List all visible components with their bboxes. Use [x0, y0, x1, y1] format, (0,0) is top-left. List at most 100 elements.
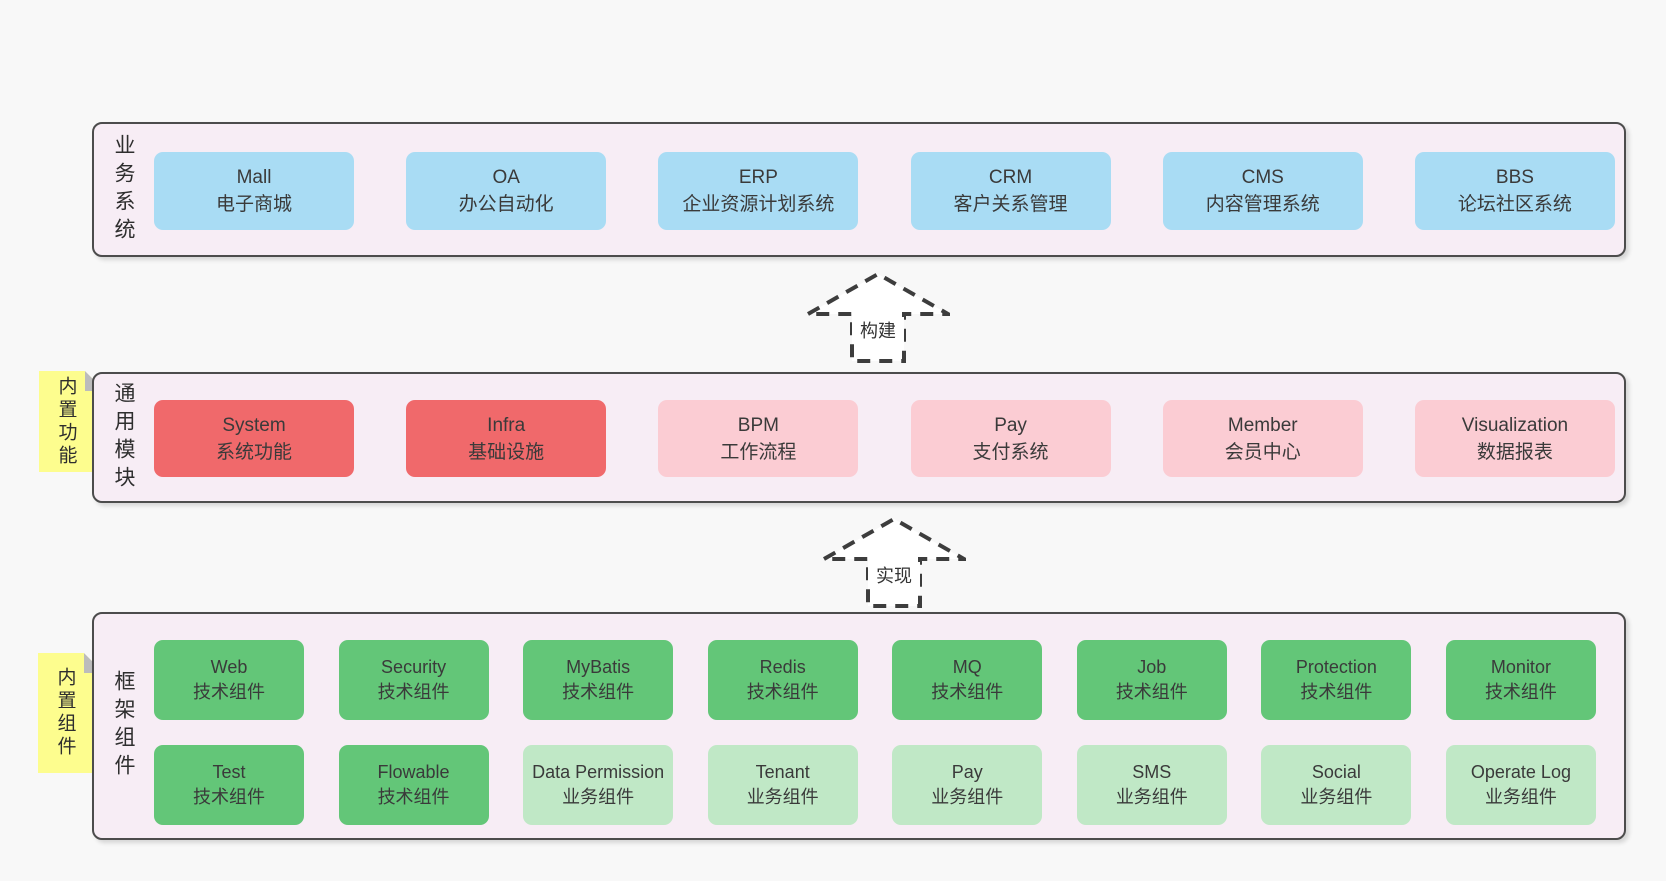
box-title: Flowable — [377, 762, 450, 782]
box-subtitle: 电子商城 — [215, 194, 292, 215]
box-crm: CRM 客户关系管理 — [910, 152, 1111, 230]
box-bbs: BBS 论坛社区系统 — [1414, 152, 1615, 230]
box-subtitle: 系统功能 — [215, 441, 292, 463]
note-text: 内置功能 — [55, 375, 77, 468]
box-subtitle: 业务组件 — [562, 787, 635, 807]
box-title: Tenant — [755, 762, 810, 782]
box-security: Security 技术组件 — [338, 640, 489, 720]
box-title: BBS — [1495, 167, 1534, 188]
band-business-systems: 业务系统 Mall 电子商城 OA 办公自动化 ERP 企业资源计划系统 CRM… — [92, 122, 1626, 257]
box-title: MQ — [952, 657, 982, 677]
box-mall: Mall 电子商城 — [154, 152, 354, 230]
box-title: Job — [1137, 657, 1167, 677]
box-sms: SMS 业务组件 — [1076, 745, 1227, 825]
box-subtitle: 办公自动化 — [458, 194, 554, 215]
box-oa: OA 办公自动化 — [406, 152, 607, 230]
box-title: ERP — [738, 167, 778, 188]
box-title: BPM — [737, 414, 779, 436]
box-tenant: Tenant 业务组件 — [707, 745, 858, 825]
box-title: Operate Log — [1470, 762, 1571, 782]
box-title: Visualization — [1461, 414, 1569, 436]
common-modules-row: System 系统功能 Infra 基础设施 BPM 工作流程 Pay 支付系统… — [154, 400, 1615, 477]
box-subtitle: 技术组件 — [931, 682, 1004, 702]
box-title: OA — [492, 167, 520, 188]
box-subtitle: 业务组件 — [1115, 787, 1188, 807]
box-redis: Redis 技术组件 — [707, 640, 858, 720]
box-mq: MQ 技术组件 — [892, 640, 1043, 720]
box-subtitle: 客户关系管理 — [953, 194, 1068, 215]
box-subtitle: 技术组件 — [377, 787, 450, 807]
box-title: SMS — [1132, 762, 1172, 782]
box-pay-component: Pay 业务组件 — [892, 745, 1043, 825]
box-subtitle: 基础设施 — [468, 441, 545, 463]
box-title: Infra — [487, 414, 526, 436]
box-social: Social 业务组件 — [1261, 745, 1412, 825]
box-title: Test — [212, 762, 246, 782]
box-job: Job 技术组件 — [1076, 640, 1227, 720]
box-subtitle: 技术组件 — [193, 787, 265, 807]
box-title: Web — [210, 657, 248, 677]
note-text: 内置组件 — [54, 667, 76, 759]
box-data-permission: Data Permission 业务组件 — [523, 745, 674, 825]
box-subtitle: 技术组件 — [562, 682, 635, 702]
box-title: MyBatis — [566, 657, 631, 677]
box-subtitle: 技术组件 — [746, 682, 819, 702]
box-mybatis: MyBatis 技术组件 — [523, 640, 674, 720]
box-subtitle: 论坛社区系统 — [1457, 194, 1572, 215]
box-title: Monitor — [1490, 657, 1551, 677]
box-operate-log: Operate Log 业务组件 — [1445, 745, 1596, 825]
arrow-build-label: 构建 — [852, 317, 904, 343]
box-subtitle: 技术组件 — [1484, 682, 1557, 702]
box-infra: Infra 基础设施 — [406, 400, 607, 477]
band-business-systems-label: 业务系统 — [112, 133, 135, 246]
box-monitor: Monitor 技术组件 — [1445, 640, 1596, 720]
arrow-implement: 实现 — [822, 516, 966, 608]
box-bpm: BPM 工作流程 — [658, 400, 859, 477]
box-subtitle: 业务组件 — [746, 787, 819, 807]
box-subtitle: 支付系统 — [972, 441, 1049, 463]
box-system: System 系统功能 — [154, 400, 354, 477]
framework-components-row-2: Test 技术组件 Flowable 技术组件 Data Permission … — [154, 745, 1596, 825]
box-flowable: Flowable 技术组件 — [338, 745, 489, 825]
box-title: Protection — [1295, 657, 1377, 677]
box-title: Pay — [994, 414, 1027, 436]
framework-components-row-1: Web 技术组件 Security 技术组件 MyBatis 技术组件 Redi… — [154, 640, 1596, 720]
box-subtitle: 数据报表 — [1476, 441, 1553, 463]
box-title: Mall — [236, 167, 272, 188]
box-title: Pay — [951, 762, 983, 782]
box-title: Member — [1227, 414, 1298, 436]
box-title: Social — [1311, 762, 1361, 782]
box-web: Web 技术组件 — [154, 640, 304, 720]
box-subtitle: 内容管理系统 — [1205, 194, 1320, 215]
box-subtitle: 会员中心 — [1224, 441, 1301, 463]
box-test: Test 技术组件 — [154, 745, 304, 825]
box-subtitle: 企业资源计划系统 — [682, 194, 835, 215]
box-cms: CMS 内容管理系统 — [1162, 152, 1363, 230]
business-systems-row: Mall 电子商城 OA 办公自动化 ERP 企业资源计划系统 CRM 客户关系… — [154, 152, 1615, 230]
box-subtitle: 技术组件 — [1300, 682, 1373, 702]
box-title: CRM — [988, 167, 1033, 188]
box-subtitle: 业务组件 — [931, 787, 1004, 807]
box-erp: ERP 企业资源计划系统 — [658, 152, 859, 230]
box-subtitle: 工作流程 — [720, 441, 797, 463]
box-title: Security — [381, 657, 447, 677]
box-member: Member 会员中心 — [1162, 400, 1363, 477]
band-common-modules: 通用模块 System 系统功能 Infra 基础设施 BPM 工作流程 Pay… — [92, 372, 1626, 503]
box-subtitle: 技术组件 — [377, 682, 450, 702]
arrow-implement-label: 实现 — [868, 562, 920, 588]
box-subtitle: 业务组件 — [1300, 787, 1373, 807]
box-title: Data Permission — [532, 762, 665, 782]
box-subtitle: 业务组件 — [1484, 787, 1557, 807]
box-subtitle: 技术组件 — [1115, 682, 1188, 702]
arrow-build: 构建 — [806, 271, 950, 363]
box-subtitle: 技术组件 — [193, 682, 265, 702]
box-title: System — [222, 414, 286, 436]
box-title: CMS — [1241, 167, 1284, 188]
band-framework-components: 框架组件 Web 技术组件 Security 技术组件 MyBatis 技术组件… — [92, 612, 1626, 840]
box-pay-module: Pay 支付系统 — [910, 400, 1111, 477]
band-common-modules-label: 通用模块 — [112, 381, 135, 494]
box-protection: Protection 技术组件 — [1261, 640, 1412, 720]
box-visualization: Visualization 数据报表 — [1414, 400, 1615, 477]
band-framework-components-label: 框架组件 — [112, 670, 135, 782]
